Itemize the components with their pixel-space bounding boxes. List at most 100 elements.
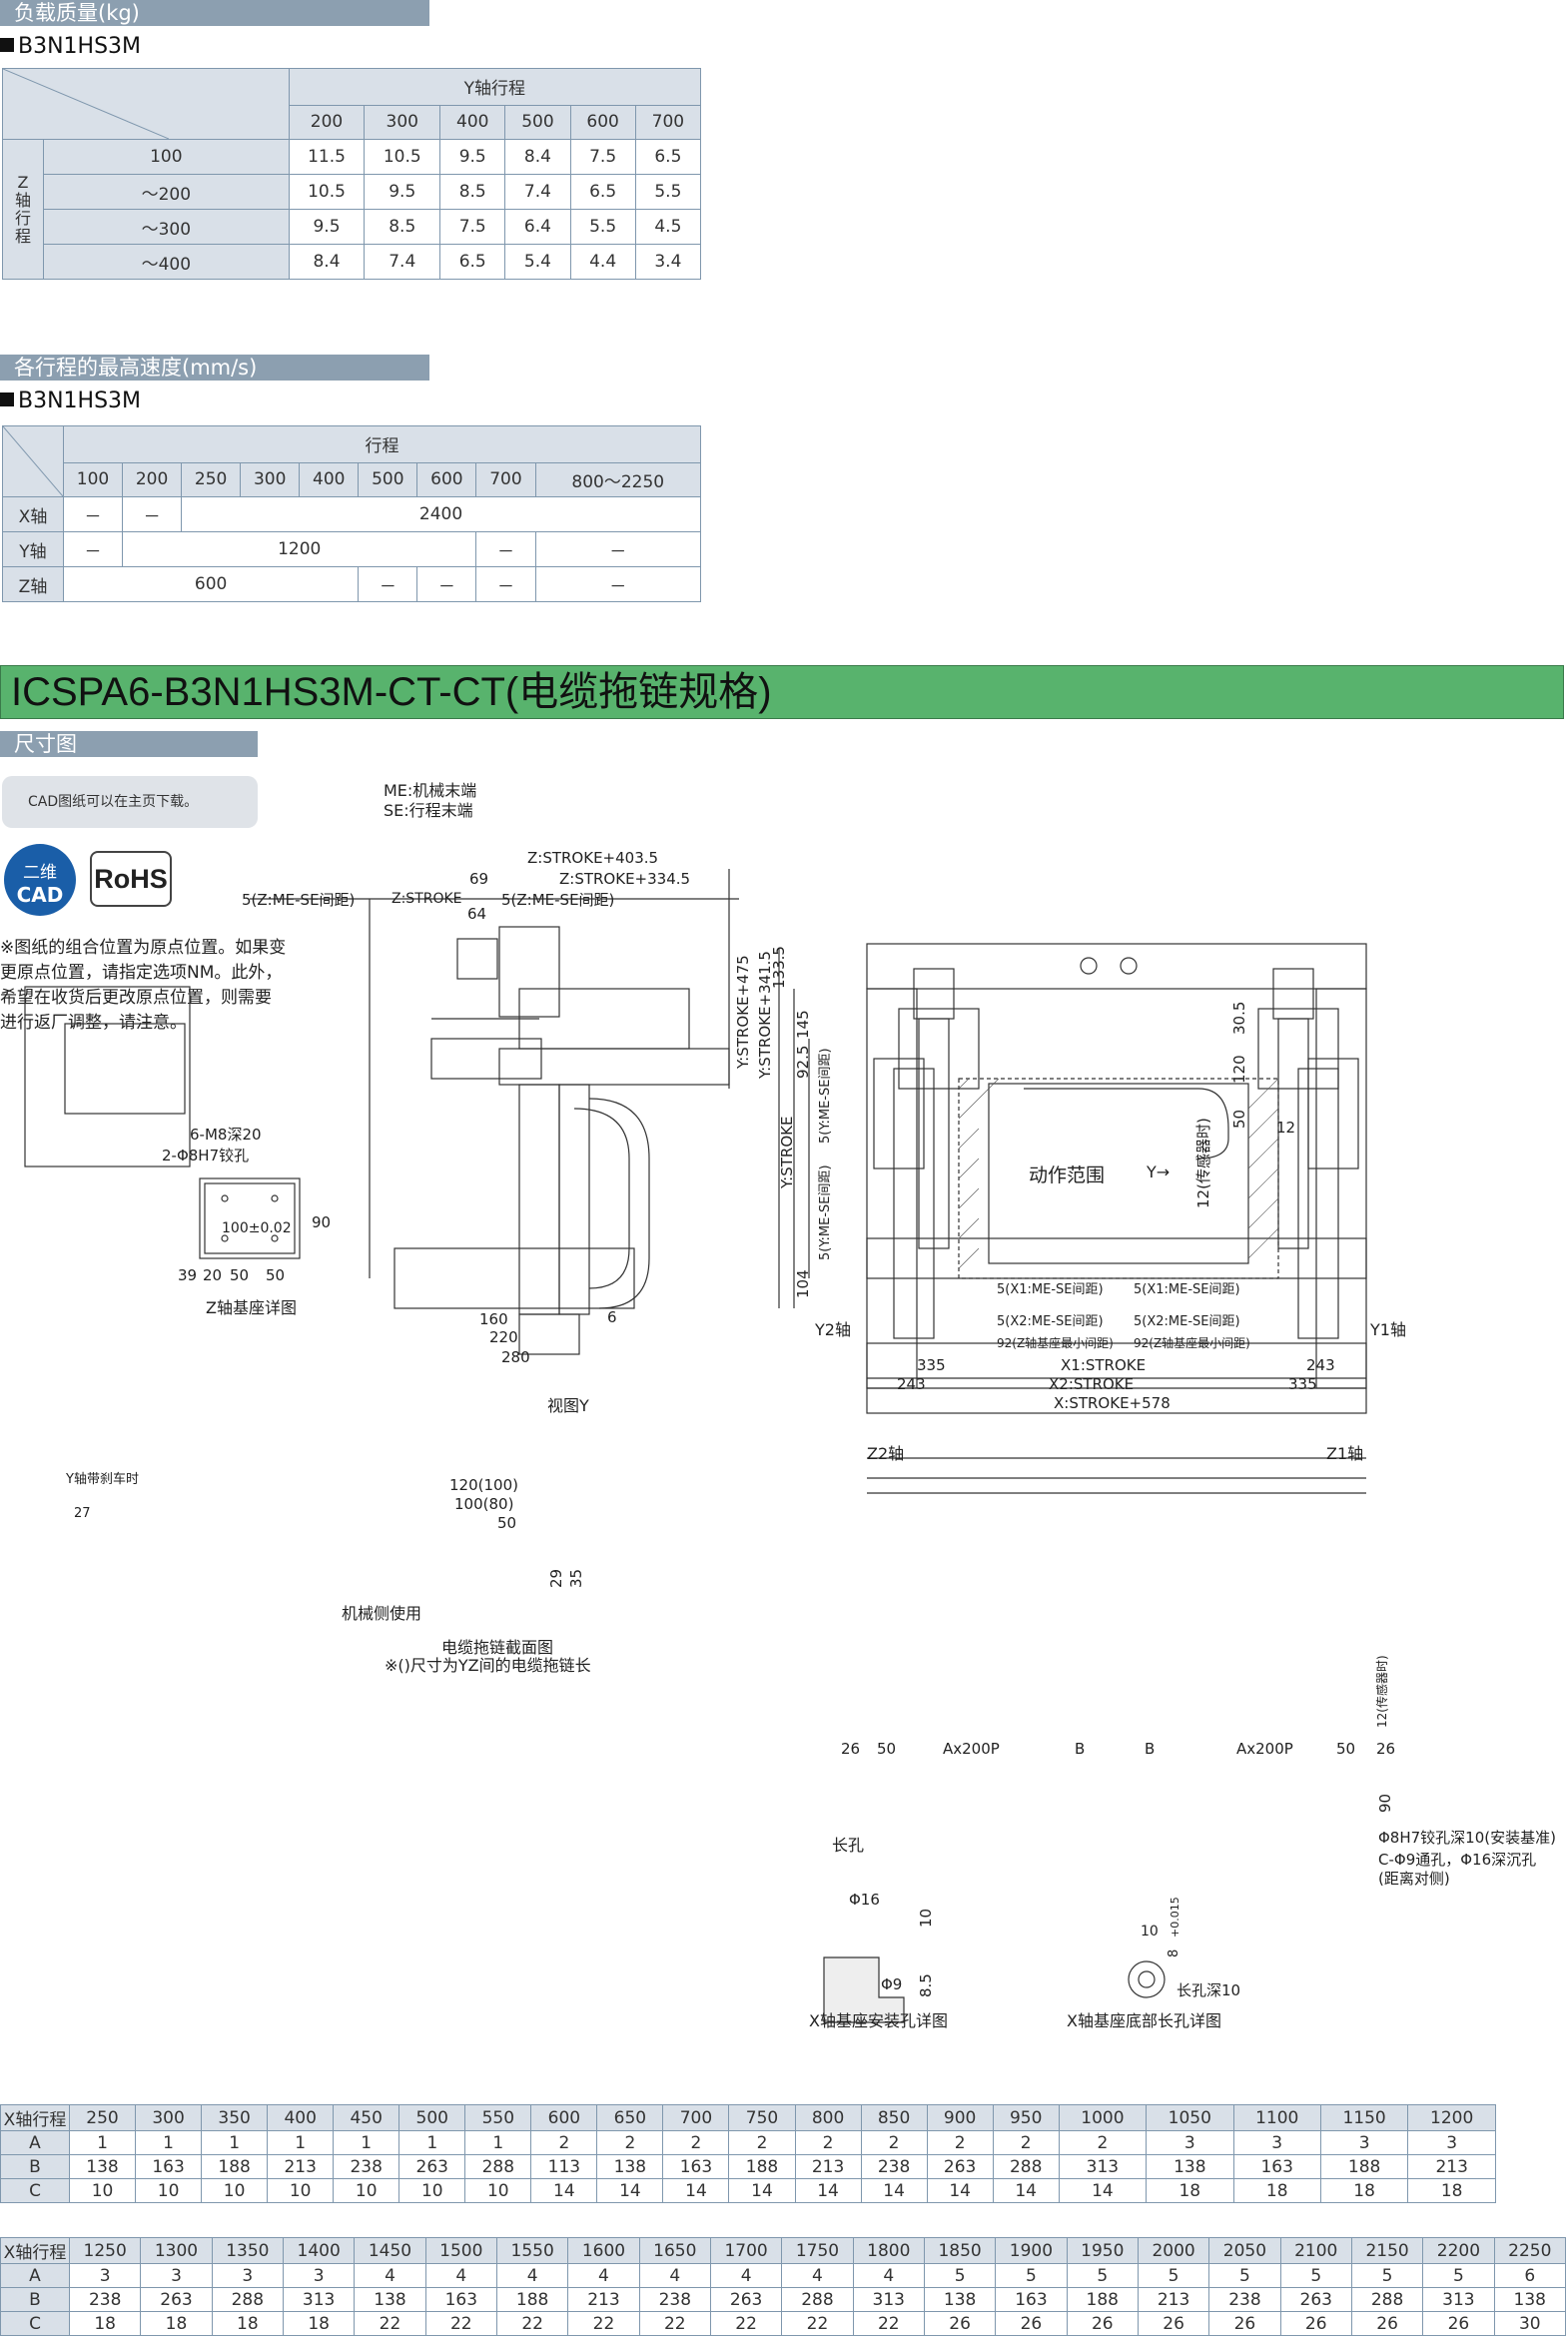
table-cell: 1050 — [1146, 2104, 1234, 2131]
cad-badge: 二维 CAD — [4, 844, 76, 916]
load-col-header: 300 — [364, 104, 441, 140]
table-cell: 188 — [495, 2287, 569, 2312]
table-cell: 22 — [852, 2311, 925, 2336]
table-cell: 22 — [495, 2311, 569, 2336]
lbl-d27: 27 — [74, 1506, 91, 1521]
legend-se: SE:行程末端 — [384, 801, 473, 820]
table-cell: 163 — [1232, 2154, 1321, 2179]
table-row-header: A — [0, 2130, 70, 2155]
table-cell: 1750 — [781, 2237, 854, 2264]
table-cell: 14 — [926, 2178, 994, 2203]
table-cell: 1300 — [140, 2237, 213, 2264]
lbl-x2-stroke: X2:STROKE — [1049, 1375, 1135, 1393]
table-cell: 213 — [1407, 2154, 1496, 2179]
lbl-d243: 243 — [1306, 1356, 1335, 1374]
table-cell: 3 — [1232, 2130, 1321, 2155]
table-cell: 5 — [1422, 2263, 1495, 2288]
lbl-z-base: Z轴基座详图 — [206, 1298, 297, 1317]
lbl-d12: 12 — [1276, 1119, 1296, 1137]
section-dims: 尺寸图 — [0, 731, 258, 757]
lbl-x1-stroke: X1:STROKE — [1061, 1356, 1147, 1374]
lbl-brake: Y轴带刹车时 — [66, 1468, 139, 1487]
lbl-motion: 动作范围 — [1029, 1165, 1106, 1186]
table-cell: 313 — [1422, 2287, 1495, 2312]
lbl-d90: 90 — [312, 1213, 332, 1231]
lbl-d20: 20 — [203, 1266, 223, 1284]
lbl-d335b: 335 — [1288, 1375, 1317, 1393]
lbl-sensor: 12(传感器时) — [1194, 1118, 1212, 1208]
lbl-x-stroke-578: X:STROKE+578 — [1054, 1394, 1171, 1412]
table-cell: 2 — [860, 2130, 928, 2155]
table-cell: 2200 — [1422, 2237, 1495, 2264]
lbl-z-stroke-334: Z:STROKE+334.5 — [559, 870, 691, 888]
load-cell: 3.4 — [634, 244, 702, 280]
load-cell: 5.5 — [634, 174, 702, 210]
table-row-header: A — [0, 2263, 70, 2288]
table-cell: 14 — [596, 2178, 664, 2203]
table-cell: 313 — [282, 2287, 356, 2312]
speed-dash: － — [358, 566, 418, 602]
table-cell: 1 — [333, 2130, 400, 2155]
speed-z-value: 600 — [62, 566, 360, 602]
load-cell: 4.5 — [634, 209, 702, 245]
speed-col-header: 300 — [240, 461, 301, 497]
table-cell: 550 — [464, 2104, 532, 2131]
model-speed: B3N1HS3M — [0, 389, 141, 413]
load-cell: 7.4 — [364, 244, 441, 280]
speed-header: 行程 — [63, 425, 701, 463]
lbl-c29: 29 — [547, 1568, 565, 1588]
table-cell: 288 — [211, 2287, 284, 2312]
lbl-c120: 120(100) — [449, 1476, 518, 1494]
table-cell: 1850 — [923, 2237, 997, 2264]
table-cell: 18 — [282, 2311, 356, 2336]
speed-y-label: Y轴 — [2, 531, 64, 567]
table-cell: 250 — [68, 2104, 137, 2131]
table-cell: 2 — [728, 2130, 796, 2155]
table-cell: 14 — [794, 2178, 862, 2203]
lbl-d50d: 50 — [877, 1740, 897, 1758]
table-cell: 3 — [1319, 2130, 1409, 2155]
table-cell: 18 — [1146, 2178, 1234, 2203]
load-cell: 7.5 — [439, 209, 506, 245]
speed-dash: － — [534, 531, 701, 567]
lbl-phi9: Φ9 — [881, 1975, 903, 1993]
table-cell: 26 — [1208, 2311, 1281, 2336]
lbl-x2-me: 5(X2:ME-SE间距) — [997, 1314, 1104, 1329]
speed-x-label: X轴 — [2, 496, 64, 532]
table-cell: 1450 — [354, 2237, 426, 2264]
lbl-d50e: 50 — [1336, 1740, 1356, 1758]
load-row-label: 100 — [43, 139, 290, 175]
table-row-header: B — [0, 2287, 70, 2312]
speed-col-header: 800～2250 — [534, 461, 701, 497]
legend-me: ME:机械末端 — [384, 781, 477, 800]
table-cell: 138 — [1146, 2154, 1234, 2179]
table-cell: 22 — [567, 2311, 640, 2336]
table-cell: 1100 — [1232, 2104, 1321, 2131]
load-row-label: ～200 — [43, 174, 290, 210]
table-cell: 3 — [282, 2263, 356, 2288]
lbl-chain-sec: 电缆拖链截面图 — [441, 1638, 554, 1657]
table-cell: 22 — [354, 2311, 426, 2336]
table-cell: 22 — [781, 2311, 854, 2336]
speed-dash: － — [122, 496, 183, 532]
table-cell: 14 — [860, 2178, 928, 2203]
table-cell: 2100 — [1279, 2237, 1352, 2264]
cad-download-note[interactable]: CAD图纸可以在主页下载。 — [2, 776, 258, 828]
table-cell: 350 — [201, 2104, 269, 2131]
load-cell: 11.5 — [288, 139, 366, 175]
origin-note: ※图纸的组合位置为原点位置。如果变 更原点位置，请指定选项NM。此外， 希望在收… — [0, 938, 287, 1033]
lbl-d104: 104 — [794, 1269, 812, 1298]
lbl-d26b: 26 — [1376, 1740, 1396, 1758]
load-cell: 9.5 — [288, 209, 366, 245]
table-cell: 10 — [201, 2178, 269, 2203]
lbl-d133: 133.5 — [770, 946, 788, 989]
table-cell: 3 — [1407, 2130, 1496, 2155]
lbl-z-stroke-403: Z:STROKE+403.5 — [527, 849, 659, 867]
table-cell: 1200 — [1407, 2104, 1496, 2131]
table-cell: 2 — [662, 2130, 730, 2155]
table-cell: 600 — [530, 2104, 598, 2131]
table-cell: 900 — [926, 2104, 994, 2131]
lbl-z-min-2: 92(Z轴基座最小间距) — [1134, 1336, 1250, 1350]
table-cell: 18 — [1232, 2178, 1321, 2203]
table-cell: 2 — [530, 2130, 598, 2155]
